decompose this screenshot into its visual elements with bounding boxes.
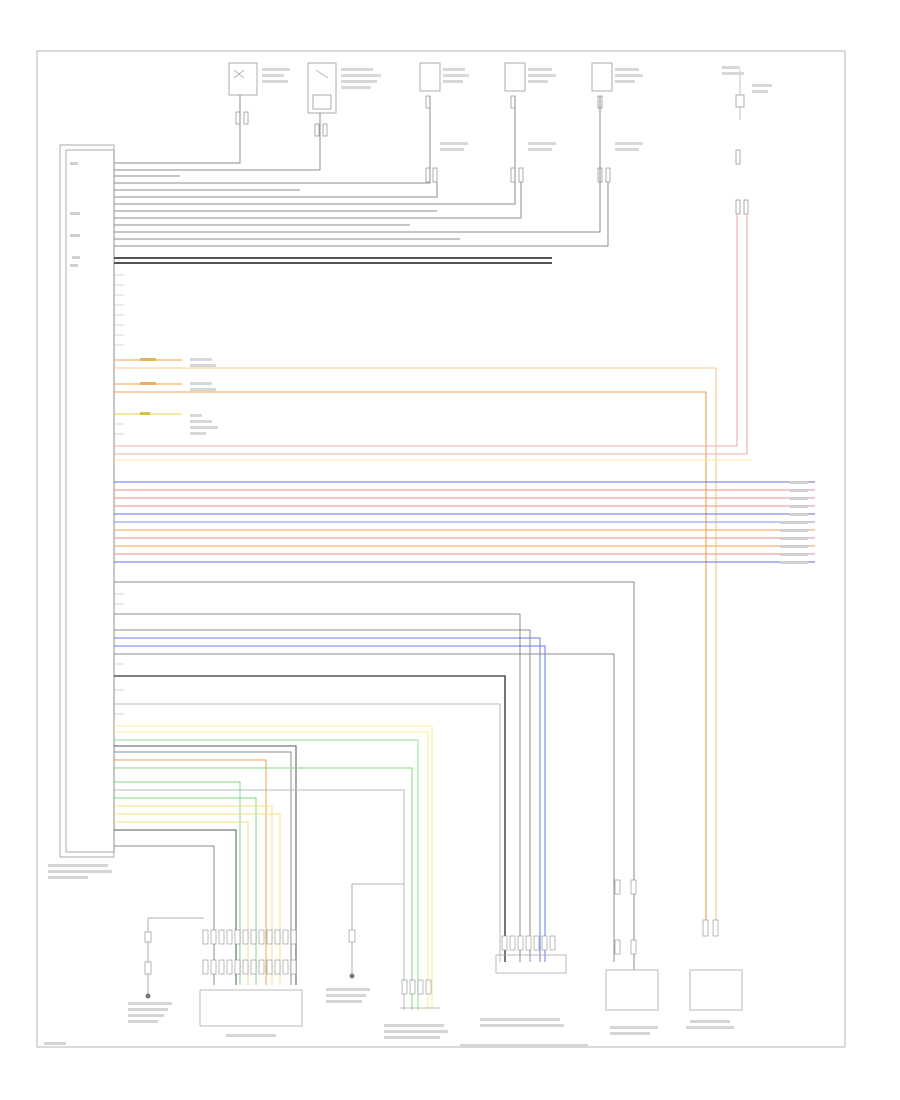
lower-wires [114, 581, 635, 970]
bottom-left-ground-device [144, 917, 204, 999]
top-connectors [235, 95, 749, 215]
cd-changer-wires [114, 725, 433, 1010]
top-antenna-2 [307, 62, 337, 114]
orange-wires [114, 214, 752, 930]
external-audio-device [348, 883, 440, 1009]
telephone-module [605, 879, 659, 1011]
speaker-wire-bundle [114, 481, 815, 563]
diagram-frame [36, 50, 846, 1048]
top-antenna-4 [504, 62, 526, 92]
speaker-wire-ends [780, 481, 808, 564]
top-antenna-3 [419, 62, 441, 92]
top-gray-wires [114, 95, 609, 247]
cd-changer [199, 929, 303, 1027]
component-captions [44, 864, 734, 1047]
module-stubs [114, 274, 124, 715]
top-antenna-1 [228, 62, 258, 96]
top-antenna-5 [591, 62, 613, 92]
dark-bus [114, 257, 552, 264]
left-pin-labels [70, 162, 80, 267]
top-component-labels [262, 66, 772, 151]
main-module [59, 144, 115, 858]
top-fuse [735, 70, 745, 120]
right-unit [689, 919, 743, 1011]
wire-labels-orange [140, 358, 218, 435]
transfer-module [495, 935, 567, 974]
